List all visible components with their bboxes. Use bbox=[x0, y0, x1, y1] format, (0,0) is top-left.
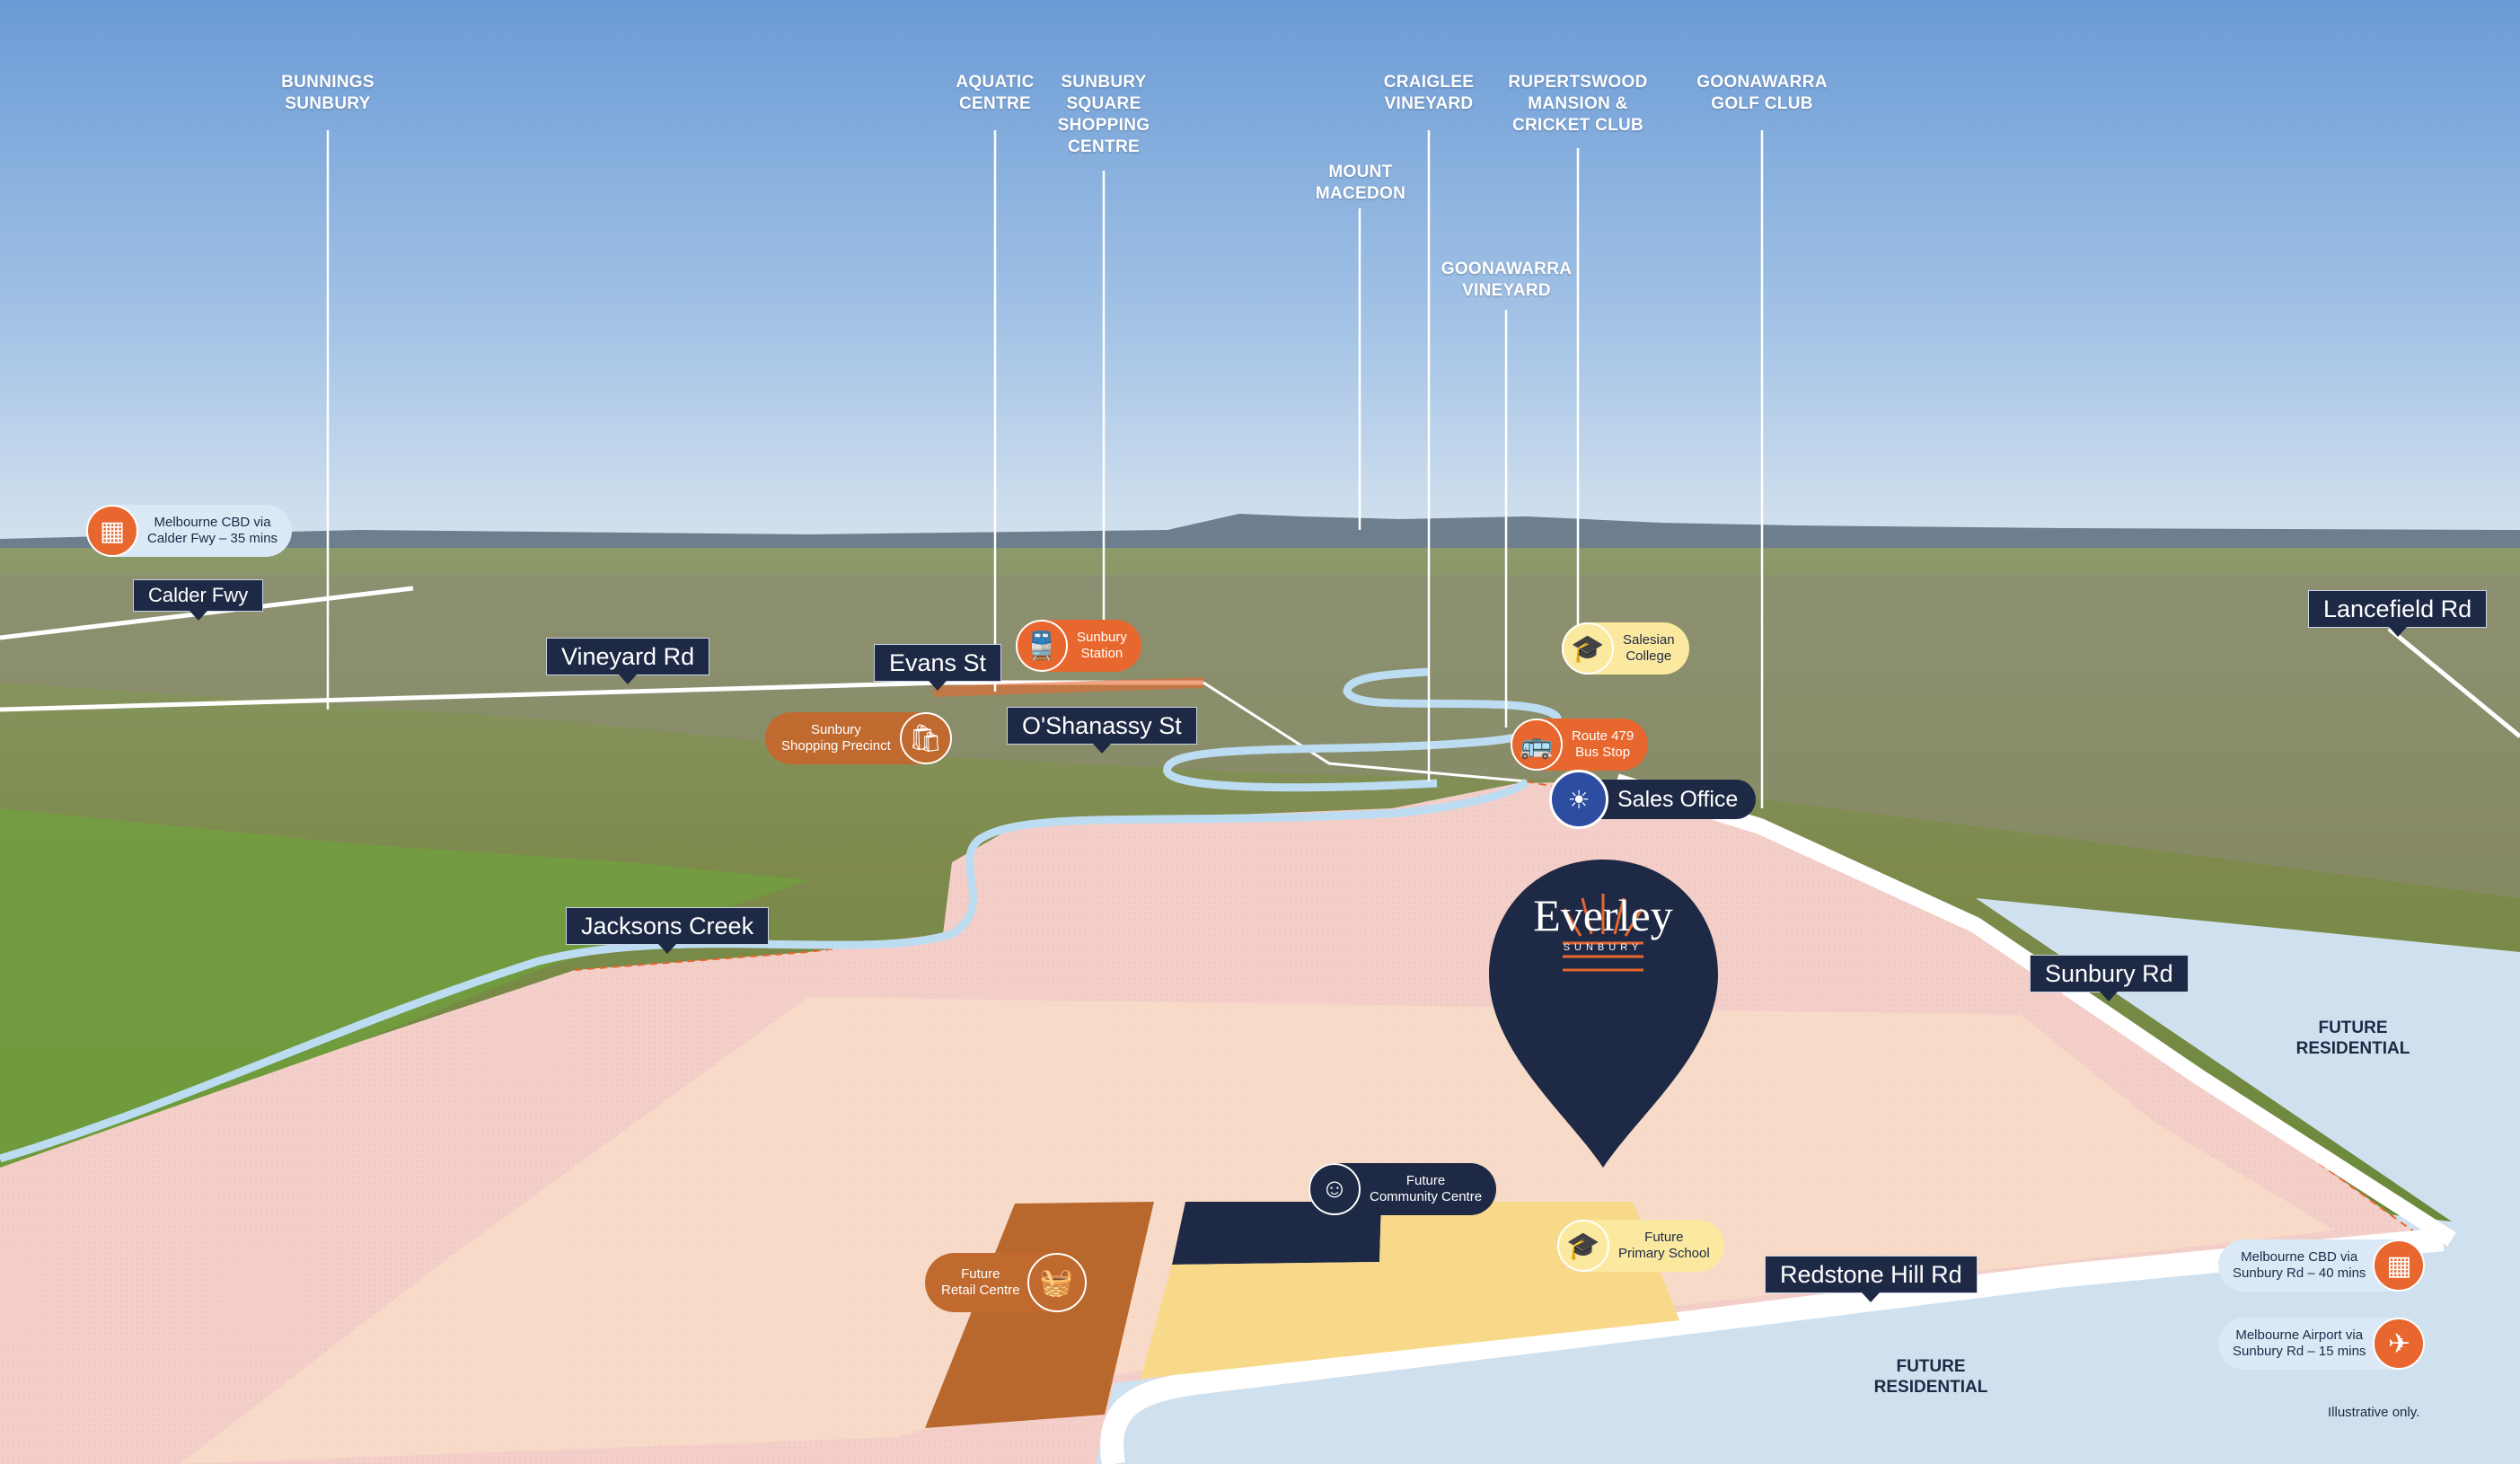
brand-sub: SUNBURY bbox=[1563, 942, 1643, 953]
oshanassy-st-road bbox=[1203, 681, 1528, 783]
green-fields bbox=[0, 808, 808, 1168]
road-label-redstone-hill-rd: Redstone Hill Rd bbox=[1765, 1256, 1978, 1302]
poi-goonawarra-golf-club: GOONAWARRA GOLF CLUB bbox=[1696, 73, 1828, 113]
pill-route-479-bus-stop: 🚌 Route 479 Bus Stop bbox=[1511, 719, 1649, 771]
pill-future-community-centre: ☺ Future Community Centre bbox=[1308, 1163, 1497, 1215]
poi-craiglee-vineyard: CRAIGLEE VINEYARD bbox=[1383, 73, 1475, 113]
illustrative-note: Illustrative only. bbox=[2328, 1405, 2420, 1420]
road-label-jacksons-creek: Jacksons Creek bbox=[566, 907, 770, 954]
pill-sunbury-shopping-precinct: 🛍 Sunbury Shopping Precinct bbox=[765, 712, 952, 764]
road-label-vineyard-rd: Vineyard Rd bbox=[546, 638, 710, 684]
city-building-icon: ▦ bbox=[2373, 1239, 2426, 1292]
shopping-bag-icon: 🛍 bbox=[899, 712, 952, 764]
poi-leader-lines bbox=[326, 130, 1764, 808]
grocery-basket-icon: 🧺 bbox=[1027, 1253, 1087, 1312]
city-building-icon: ▦ bbox=[86, 505, 138, 557]
future-residential-label-south: FUTURE RESIDENTIAL bbox=[1873, 1357, 1988, 1397]
poi-goonawarra-vineyard: GOONAWARRA VINEYARD bbox=[1441, 260, 1573, 300]
future-retail-parcel bbox=[925, 1202, 1154, 1428]
graduation-cap-icon: 🎓 bbox=[1562, 622, 1614, 675]
pill-melbourne-airport: ✈ Melbourne Airport via Sunbury Rd – 15 … bbox=[2218, 1318, 2426, 1370]
future-school-parcel bbox=[1141, 1202, 1679, 1379]
sunrise-icon: ☀ bbox=[1549, 770, 1608, 829]
people-group-icon: ☺ bbox=[1308, 1163, 1361, 1215]
creek-upper bbox=[1163, 667, 1562, 792]
pill-future-primary-school: 🎓 Future Primary School bbox=[1557, 1220, 1724, 1272]
future-residential-label-east: FUTURE RESIDENTIAL bbox=[2295, 1019, 2410, 1058]
airplane-icon: ✈ bbox=[2373, 1318, 2426, 1370]
poi-mount-macedon: MOUNT MACEDON bbox=[1315, 163, 1406, 203]
jacksons-creek-line bbox=[0, 778, 1530, 1163]
sales-office-marker: ☀ Sales Office bbox=[1549, 770, 1757, 829]
everley-pin bbox=[1489, 860, 1718, 1168]
road-label-calder-fwy: Calder Fwy bbox=[133, 579, 264, 621]
pill-future-retail-centre: 🧺 Future Retail Centre bbox=[925, 1253, 1087, 1312]
poi-rupertswood: RUPERTSWOOD MANSION & CRICKET CLUB bbox=[1508, 73, 1648, 135]
lancefield-rd-road bbox=[2387, 627, 2520, 738]
train-icon: 🚆 bbox=[1016, 620, 1068, 672]
road-label-oshanassy-st: O'Shanassy St bbox=[1007, 707, 1197, 754]
brand-name: Everley bbox=[1533, 890, 1673, 940]
rail-line bbox=[933, 677, 1204, 697]
poi-sunbury-square: SUNBURY SQUARE SHOPPING CENTRE bbox=[1057, 73, 1150, 156]
graduation-cap-icon: 🎓 bbox=[1557, 1220, 1609, 1272]
pill-sunbury-station: 🚆 Sunbury Station bbox=[1016, 620, 1141, 672]
pill-melbourne-cbd-calder: ▦ Melbourne CBD via Calder Fwy – 35 mins bbox=[86, 505, 293, 557]
everley-logo: Everley SUNBURY bbox=[1518, 885, 1688, 953]
sales-office-label: Sales Office bbox=[1592, 780, 1757, 819]
road-label-lancefield-rd: Lancefield Rd bbox=[2308, 590, 2488, 637]
poi-bunnings-sunbury: BUNNINGS SUNBURY bbox=[281, 73, 374, 113]
site-boundary bbox=[574, 933, 944, 971]
pill-salesian-college: 🎓 Salesian College bbox=[1562, 622, 1689, 675]
everley-sunrise-icon bbox=[1563, 894, 1643, 972]
bus-icon: 🚌 bbox=[1511, 719, 1563, 771]
road-label-evans-st: Evans St bbox=[874, 644, 1002, 691]
poi-aquatic-centre: AQUATIC CENTRE bbox=[956, 73, 1035, 113]
pill-melbourne-cbd-sunbury-rd: ▦ Melbourne CBD via Sunbury Rd – 40 mins bbox=[2218, 1239, 2426, 1292]
road-label-sunbury-rd: Sunbury Rd bbox=[2030, 955, 2189, 1001]
redstone-hill-rd-road bbox=[1100, 1228, 2445, 1464]
future-community-parcel bbox=[1172, 1202, 1381, 1265]
sky bbox=[0, 0, 2520, 557]
